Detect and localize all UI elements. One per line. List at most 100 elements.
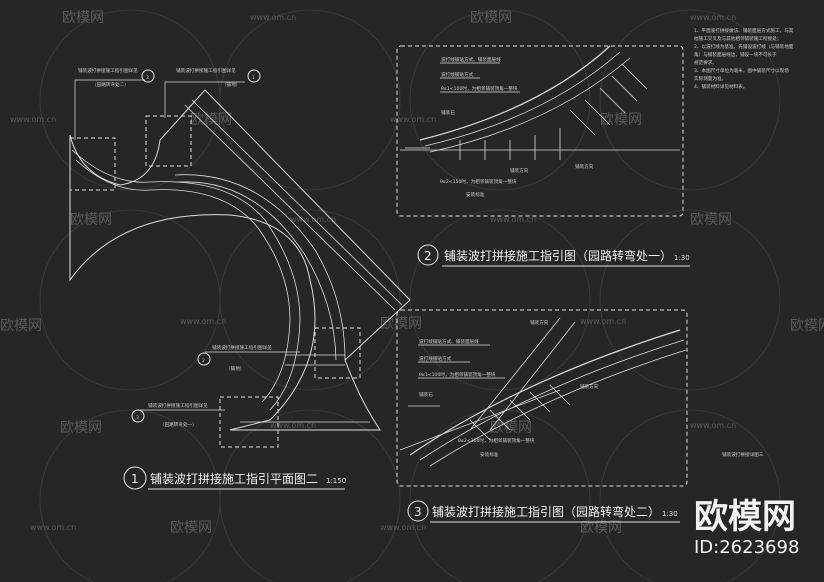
callout-d-sub: （园路转弯处一） bbox=[160, 421, 197, 428]
detail-2-curve-outer bbox=[419, 45, 611, 141]
wm-brand: 欧模网 bbox=[62, 10, 104, 26]
detail-3-note: 铺装方向 bbox=[580, 383, 599, 390]
wm-brand: 欧模网 bbox=[60, 420, 102, 436]
detail-3-note: 铺装方向 bbox=[530, 319, 549, 326]
paving-band-mid-2 bbox=[177, 181, 337, 361]
wm-url: www.om.cn bbox=[390, 115, 436, 124]
wm-url: www.om.cn bbox=[690, 13, 736, 22]
detail-3-number-circle bbox=[407, 500, 429, 522]
wm-brand: 欧模网 bbox=[170, 520, 212, 536]
callout-d-num: 3 bbox=[136, 415, 139, 421]
callout-b-num: 1 bbox=[252, 75, 255, 81]
callout-c-sub: （铺地） bbox=[226, 365, 244, 372]
wm-brand: 欧模网 bbox=[0, 318, 42, 334]
detail-box-d bbox=[219, 396, 279, 448]
note-line: 规范要求。 bbox=[694, 59, 717, 66]
detail-3-title: 铺装波打拼接施工指引图（园路转弯处二） bbox=[432, 504, 660, 519]
callout-c-num: 2 bbox=[202, 358, 205, 364]
detail-3-ticks bbox=[469, 317, 576, 441]
detail-3-notes: 铺装方向 波打线铺贴方式、铺装面层线 波打线铺贴方式 θα1<100时，为相邻铺… bbox=[408, 319, 599, 458]
detail-box-a bbox=[69, 137, 116, 191]
note-line: 2、以波打线为基准，先铺设波打线（与铺装地面 bbox=[694, 43, 794, 50]
callout-a-sub: （园路转弯处二） bbox=[92, 81, 129, 88]
callout-a-circle bbox=[141, 69, 155, 83]
leader-lines bbox=[74, 79, 300, 411]
detail-2-notes: 波打线铺贴方式、铺装面层线 波打线铺贴方式 θα1<100时，为相邻铺装顶角一整… bbox=[405, 56, 594, 198]
wm-url: www.om.cn bbox=[290, 215, 336, 224]
detail-3-number: 3 bbox=[414, 505, 422, 519]
plan-number: 1 bbox=[131, 472, 139, 486]
callout-b-sub: （铺地） bbox=[222, 81, 240, 88]
wm-url: www.om.cn bbox=[490, 215, 536, 224]
detail-3-scale: 1:30 bbox=[662, 510, 678, 518]
note-line: 3、本图尺寸单位为毫米，图中铺装尺寸以现场 bbox=[694, 67, 789, 74]
watermark-layer: 欧模网 www.om.cn 欧模网 www.om.cn www.om.cn 欧模… bbox=[0, 9, 824, 582]
note-line: 4、铺装材料详见材料表。 bbox=[694, 83, 747, 90]
plan-number-circle bbox=[123, 466, 147, 490]
detail-3-note: 安装标准 bbox=[480, 451, 499, 458]
callout-c-text: 铺装波打拼接施工指引图详见 bbox=[212, 344, 272, 351]
detail-2-note: 铺装石 bbox=[441, 109, 455, 116]
general-notes: 1、平面波打拼接做法、铺装面层方式施工，与其 他施工交叉及与其他相邻铺装施工衔接… bbox=[694, 27, 794, 458]
detail-3-note: θα2<300时，为相邻铺装顶角一整块 bbox=[458, 437, 535, 444]
brand-watermark: 欧模网 ID:2623698 bbox=[694, 497, 799, 558]
wm-url: www.om.cn bbox=[250, 13, 296, 22]
plan-title-block: 1 铺装波打拼接施工指引平面图二 1:150 bbox=[123, 466, 346, 490]
callout-c-circle bbox=[197, 352, 211, 366]
wm-brand: 欧模网 bbox=[190, 112, 232, 128]
callout-b-text: 铺装波打拼接施工指引图详见 bbox=[176, 67, 236, 74]
detail-3-curve-inner bbox=[429, 349, 687, 467]
detail-box-c bbox=[314, 327, 361, 379]
callout-d-text: 铺装波打拼接施工指引图详见 bbox=[148, 402, 208, 409]
wm-brand: 欧模网 bbox=[490, 420, 532, 436]
detail-2-note: 铺装方向 bbox=[575, 163, 594, 170]
sheet-label: 铺装波打拼接详图三 bbox=[722, 451, 764, 458]
note-line: 角）与铺装面层线边，铺设一块不可长于 bbox=[694, 51, 777, 58]
detail-3-curve-outer bbox=[409, 329, 681, 456]
wm-brand: 欧模网 bbox=[380, 316, 422, 332]
detail-2-frame bbox=[396, 45, 684, 217]
note-line: 1、平面波打拼接做法、铺装面层方式施工，与其 bbox=[694, 27, 794, 34]
detail-3-note: 铺装石 bbox=[419, 391, 433, 398]
detail-2-ticks bbox=[459, 63, 648, 160]
paving-band-inner-2 bbox=[75, 159, 291, 403]
wm-brand: 欧模网 bbox=[70, 212, 112, 228]
detail-2-note: θα2<150时，为相邻铺装顶角一整块 bbox=[440, 178, 517, 185]
detail-3-note: θα1<100时，为相邻铺装顶角一整块 bbox=[419, 371, 496, 378]
wm-brand: 欧模网 bbox=[690, 212, 732, 228]
wm-url: www.om.cn bbox=[580, 317, 626, 326]
detail-2-note: 波打线铺贴方式、铺装面层线 bbox=[441, 56, 501, 63]
detail-2-note: 安装标准 bbox=[466, 191, 485, 198]
detail-3-note: 波打线铺贴方式、铺装面层线 bbox=[419, 338, 479, 345]
plan-scale: 1:150 bbox=[326, 477, 346, 485]
wm-url: www.om.cn bbox=[10, 115, 56, 124]
resource-id: ID:2623698 bbox=[694, 537, 799, 558]
paving-band-mid-1 bbox=[174, 174, 346, 361]
detail-2-number-circle bbox=[417, 244, 439, 266]
callout-b: 1 铺装波打拼接施工指引图详见 （铺地） bbox=[176, 67, 261, 88]
detail-2-title: 铺装波打拼接施工指引图（园路转弯处一） bbox=[444, 248, 672, 263]
detail-3-frame bbox=[396, 309, 688, 487]
wm-url: www.om.cn bbox=[270, 421, 316, 430]
paving-band-edge-1 bbox=[184, 104, 396, 311]
detail-3-note: 波打线铺贴方式 bbox=[419, 355, 452, 362]
detail-2: 波打线铺贴方式、铺装面层线 波打线铺贴方式 θα1<100时，为相邻铺装顶角一整… bbox=[396, 45, 690, 267]
detail-3-title-block: 3 铺装波打拼接施工指引图（园路转弯处二） 1:30 bbox=[407, 500, 680, 523]
paving-band-inner-1 bbox=[71, 149, 301, 411]
wm-url: www.om.cn bbox=[690, 421, 736, 430]
wm-brand: 欧模网 bbox=[790, 318, 824, 334]
detail-2-title-block: 2 铺装波打拼接施工指引图（园路转弯处一） 1:30 bbox=[417, 244, 690, 267]
wm-brand: 欧模网 bbox=[580, 520, 622, 536]
callout-a-num: 3 bbox=[146, 75, 149, 81]
callout-b-circle bbox=[247, 69, 261, 83]
detail-2-scale: 1:30 bbox=[674, 254, 690, 262]
watermark-brand-repeat: 欧模网 www.om.cn 欧模网 www.om.cn www.om.cn 欧模… bbox=[0, 10, 824, 536]
detail-2-note: 波打线铺贴方式 bbox=[441, 71, 474, 78]
detail-2-curve-inner bbox=[429, 57, 631, 153]
detail-3-diagonal bbox=[399, 389, 561, 451]
detail-2-note: 铺装方向 bbox=[510, 167, 529, 174]
callout-a-text: 铺装波打拼接施工指引图详见 bbox=[78, 67, 138, 74]
wm-url: www.om.cn bbox=[30, 523, 76, 532]
